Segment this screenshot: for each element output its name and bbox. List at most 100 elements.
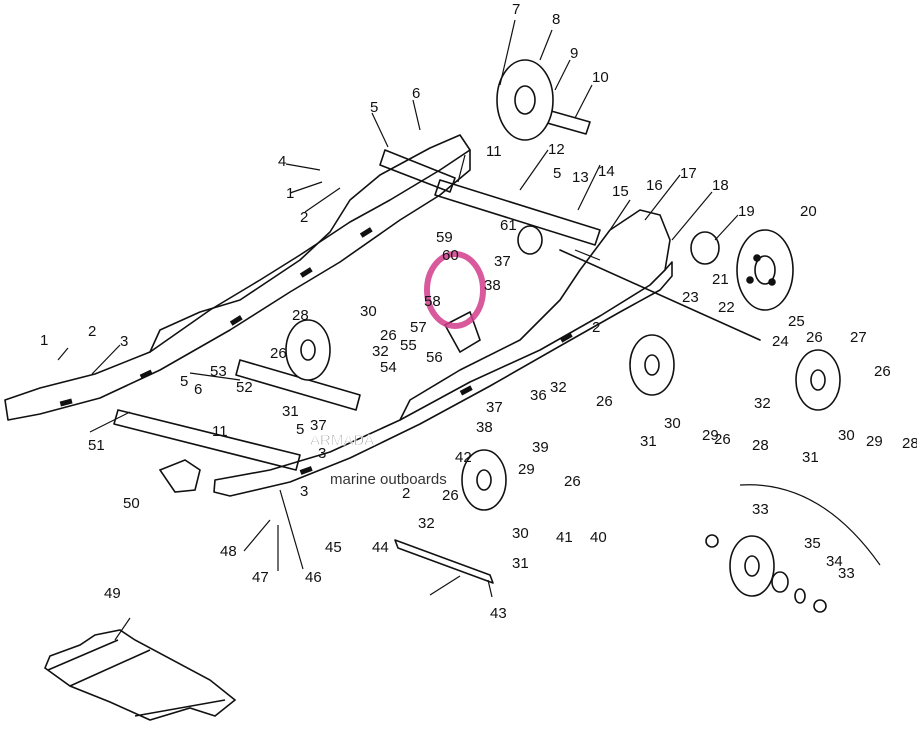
bogie-wheel-lower	[461, 449, 507, 511]
part-label-9: 9	[570, 45, 578, 62]
part-label-31: 31	[282, 403, 299, 420]
part-label-54: 54	[380, 359, 397, 376]
part-label-l26c: 26	[596, 393, 613, 410]
skid-plate-50	[158, 459, 201, 493]
part-label-33: 33	[752, 501, 769, 518]
part-label-l33b: 33	[838, 565, 855, 582]
bogie-wheel-left	[285, 319, 331, 381]
part-label-23: 23	[682, 289, 699, 306]
mid-cross-shaft	[235, 359, 361, 411]
part-label-24: 24	[772, 333, 789, 350]
part-label-l26b: 26	[270, 345, 287, 362]
part-label-l26g: 26	[442, 487, 459, 504]
part-label-11: 11	[486, 143, 502, 160]
front-cross-shaft	[379, 149, 456, 193]
right-rail	[213, 261, 673, 497]
part-label-47: 47	[252, 569, 269, 586]
part-label-14: 14	[598, 163, 615, 180]
part-label-5: 5	[370, 99, 378, 116]
part-label-22: 22	[718, 299, 735, 316]
part-label-12: 12	[548, 141, 565, 158]
part-label-30: 30	[360, 303, 377, 320]
assembly-bracket	[739, 484, 881, 566]
part-label-56: 56	[426, 349, 443, 366]
part-label-l2b: 2	[88, 323, 96, 340]
part-label-l32b: 32	[550, 379, 567, 396]
part-label-l30b: 30	[664, 415, 681, 432]
part-label-l29b: 29	[866, 433, 883, 450]
wheel-detail-assembly	[705, 534, 827, 613]
part-label-38: 38	[484, 277, 501, 294]
part-label-l32d: 32	[418, 515, 435, 532]
part-label-59: 59	[436, 229, 453, 246]
part-label-46: 46	[305, 569, 322, 586]
track-section	[44, 629, 237, 721]
part-label-l30c: 30	[838, 427, 855, 444]
part-label-l37c: 37	[310, 417, 327, 434]
part-label-21: 21	[712, 271, 729, 288]
part-label-l31b: 31	[640, 433, 657, 450]
part-label-20: 20	[800, 203, 817, 220]
part-label-l2d: 2	[402, 485, 410, 502]
part-label-26: 26	[380, 327, 397, 344]
part-label-16: 16	[646, 177, 663, 194]
part-label-55: 55	[400, 337, 417, 354]
part-label-l37b: 37	[486, 399, 503, 416]
roller-61	[517, 225, 543, 255]
left-rail	[4, 149, 471, 421]
lower-cross-shaft	[113, 409, 301, 471]
part-label-l31c: 31	[802, 449, 819, 466]
part-label-34: 34	[826, 553, 843, 570]
bogie-wheel-center	[629, 334, 675, 396]
part-label-l26d: 26	[714, 431, 731, 448]
part-label-8: 8	[552, 11, 560, 28]
part-label-l2c: 2	[592, 319, 600, 336]
roller-19	[690, 231, 720, 265]
part-label-15: 15	[612, 183, 629, 200]
idler-wheel-rear-outer	[736, 229, 794, 311]
part-label-27: 27	[850, 329, 867, 346]
part-label-l26e: 26	[806, 329, 823, 346]
part-label-l3b: 3	[300, 483, 308, 500]
part-label-32: 32	[372, 343, 389, 360]
part-label-50: 50	[123, 495, 140, 512]
part-label-29: 29	[702, 427, 719, 444]
idler-wheel-rear-large	[496, 59, 554, 141]
part-label-l31d: 31	[512, 555, 529, 572]
part-label-18: 18	[712, 177, 729, 194]
part-label-44: 44	[372, 539, 389, 556]
rail-slots	[59, 227, 573, 475]
part-label-13: 13	[572, 169, 589, 186]
part-label-41: 41	[556, 529, 573, 546]
part-label-61: 61	[500, 217, 517, 234]
part-label-57: 57	[410, 319, 427, 336]
part-label-7: 7	[512, 1, 520, 18]
part-label-60: 60	[442, 247, 459, 264]
part-label-2: 2	[300, 209, 308, 226]
part-label-4: 4	[278, 153, 286, 170]
part-label-35: 35	[804, 535, 821, 552]
part-label-17: 17	[680, 165, 697, 182]
part-label-10: 10	[592, 69, 609, 86]
part-label-45: 45	[325, 539, 342, 556]
part-label-39: 39	[532, 439, 549, 456]
watermark-brand: ARMADA	[310, 432, 374, 449]
part-label-l11b: 11	[212, 423, 228, 440]
part-label-58: 58	[424, 293, 441, 310]
part-label-43: 43	[490, 605, 507, 622]
part-label-53: 53	[210, 363, 227, 380]
bogie-wheel-right	[795, 349, 841, 411]
part-label-l6b: 6	[194, 381, 202, 398]
part-label-52: 52	[236, 379, 253, 396]
part-label-42: 42	[455, 449, 472, 466]
part-label-1: 1	[286, 185, 294, 202]
part-label-l28b: 28	[752, 437, 769, 454]
part-label-48: 48	[220, 543, 237, 560]
watermark: ARMADA marine outboards	[310, 251, 486, 488]
part-label-l26f: 26	[874, 363, 891, 380]
part-label-19: 19	[738, 203, 755, 220]
long-bolt	[394, 539, 494, 584]
part-label-l5d: 5	[296, 421, 304, 438]
